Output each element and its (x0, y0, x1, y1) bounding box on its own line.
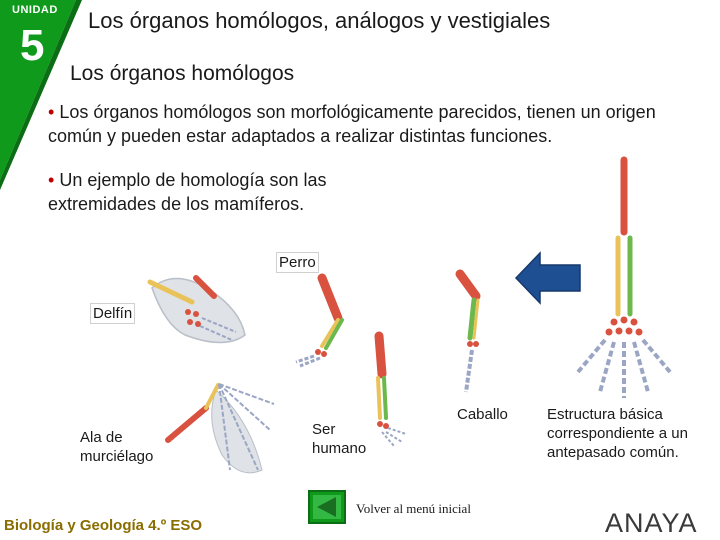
back-to-menu-link[interactable]: Volver al menú inicial (356, 501, 471, 516)
bullet-text-1: Los órganos homólogos son morfológicamen… (48, 102, 656, 146)
ancestral-limb-structure (576, 156, 672, 398)
label-dog: Perro (276, 252, 319, 273)
left-arrow-icon (514, 251, 581, 305)
bullet-paragraph-1: • Los órganos homólogos son morfológicam… (48, 100, 713, 148)
label-bat-wing: Ala de murciélago (80, 429, 154, 465)
horse-limb (455, 269, 481, 393)
bullet-paragraph-2: • Un ejemplo de homología son las extrem… (48, 168, 378, 216)
label-dolphin: Delfín (90, 303, 136, 324)
bullet-marker: • (48, 170, 55, 190)
back-arrow-icon[interactable] (308, 490, 346, 524)
label-ancestral-structure: Estructura básica correspondiente a un a… (547, 406, 688, 461)
unit-label: UNIDAD (12, 4, 58, 16)
publisher-logo: ANAYA (605, 508, 698, 538)
dolphin-flipper (147, 275, 246, 344)
slide-title: Los órganos homólogos, análogos y vestig… (88, 8, 551, 33)
section-subtitle: Los órganos homólogos (70, 62, 295, 85)
bullet-text-2: Un ejemplo de homología son las extremid… (48, 170, 327, 214)
bullet-marker: • (48, 102, 55, 122)
label-horse: Caballo (457, 406, 508, 423)
book-title: Biología y Geología 4.º ESO (4, 517, 203, 534)
label-human: Ser humano (312, 421, 367, 457)
dog-limb (295, 273, 344, 368)
unit-number: 5 (20, 21, 45, 70)
human-arm (374, 331, 407, 447)
bat-wing (165, 383, 275, 474)
unit-corner-banner (0, 0, 82, 190)
